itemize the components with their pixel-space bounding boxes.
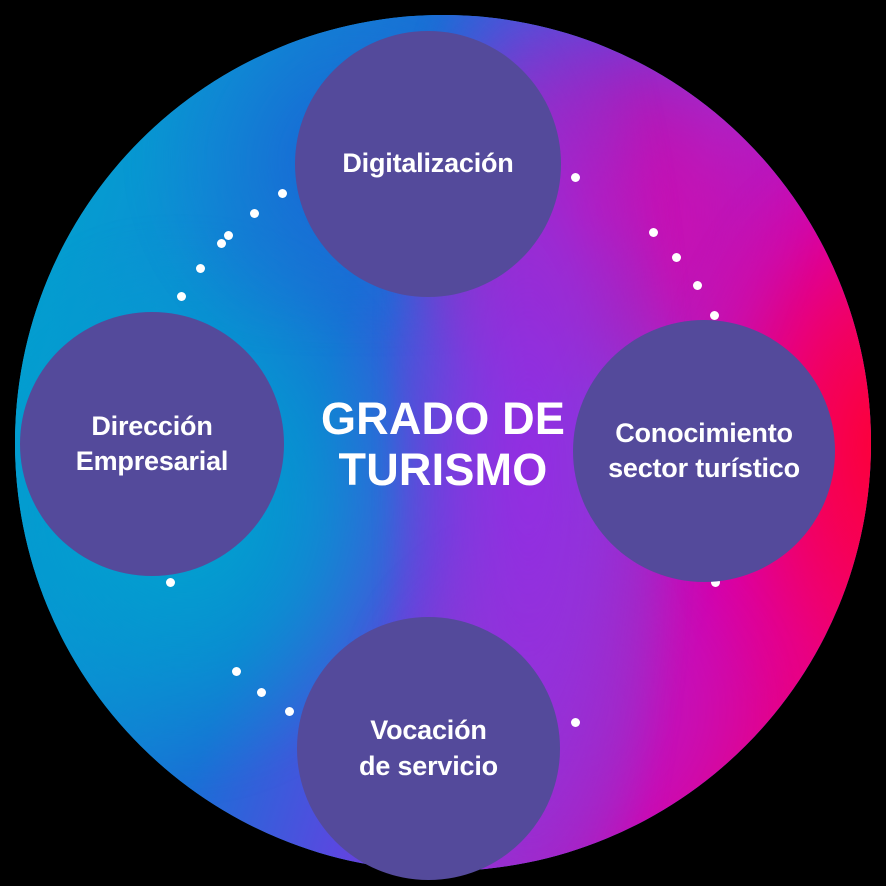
node-vocacion-de-servicio[interactable]: Vocación de servicio xyxy=(297,617,560,880)
node-digitalizacion[interactable]: Digitalización xyxy=(295,31,561,297)
node-conocimiento-sector-turistico-label: Conocimiento sector turístico xyxy=(608,417,800,483)
node-direccion-empresarial[interactable]: Dirección Empresarial xyxy=(20,312,284,576)
node-vocacion-de-servicio-label: Vocación de servicio xyxy=(359,715,498,781)
page-title: GRADO DE TURISMO xyxy=(320,393,566,495)
node-conocimiento-sector-turistico[interactable]: Conocimiento sector turístico xyxy=(573,320,835,582)
node-direccion-empresarial-label: Dirección Empresarial xyxy=(75,410,229,476)
node-digitalizacion-label: Digitalización xyxy=(342,148,514,179)
